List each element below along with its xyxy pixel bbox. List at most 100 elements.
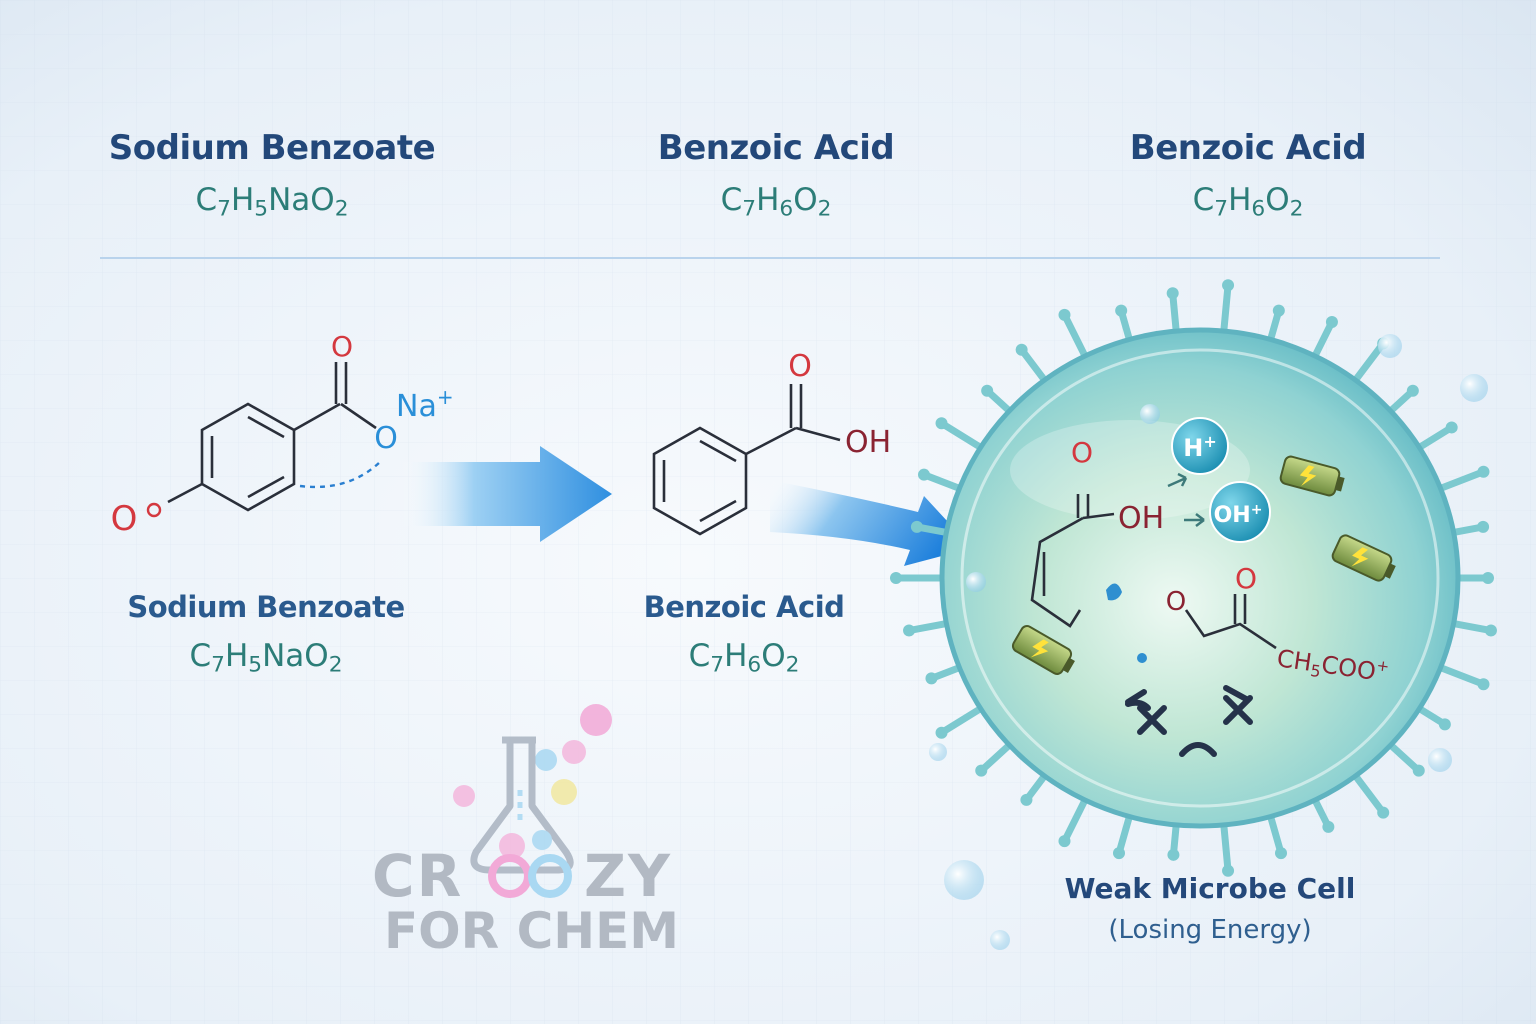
cell-spike (1437, 468, 1487, 492)
cell-spike-tip (1020, 793, 1033, 806)
logo-oo-icon (488, 854, 572, 898)
reaction-arrow-2 (1184, 513, 1205, 527)
cell-spike-tip (1477, 465, 1490, 478)
ba-hydroxyl: OH (845, 425, 891, 460)
cell-spike (1018, 346, 1049, 384)
proton-bubble (1171, 417, 1229, 475)
structure-formula: C7H5NaO2 (189, 638, 343, 678)
cell-spike-tip (981, 384, 994, 397)
acetate-carbonyl-oxygen: O (1235, 562, 1257, 595)
cell-spike-tip (975, 764, 988, 777)
cell-spike-tip (1275, 847, 1288, 860)
header-formula: C7H6O2 (1192, 182, 1304, 222)
sb-ether-oxygen: O (374, 421, 398, 456)
microbe-cell (890, 279, 1497, 877)
cell-spike-tip (910, 520, 923, 533)
header-benzoic-acid-2: Benzoic Acid C7H6O2 (1038, 128, 1458, 221)
cell-spike-tip (1438, 718, 1451, 731)
cell-spike-tip (890, 572, 902, 584)
cell-spike-tip (1322, 820, 1335, 833)
cell-spike-tip (1015, 343, 1028, 356)
cell-spike (905, 620, 950, 635)
cell-carbonyl-oxygen: O (1071, 436, 1093, 469)
cell-spike-tip (1272, 304, 1285, 317)
cell-spike-tip (1222, 279, 1235, 292)
cell-spike (938, 419, 985, 451)
sb-para-oxygen: O (111, 499, 138, 539)
cell-caption-subtitle: (Losing Energy) (1108, 915, 1312, 945)
cell-membrane (939, 327, 1461, 829)
droplet-dot (1137, 653, 1147, 663)
cell-spike (1220, 281, 1232, 335)
sb-carbonyl-oxygen: O (331, 330, 353, 363)
cell-spike-tip (1406, 384, 1419, 397)
conversion-arrow (400, 446, 612, 542)
cell-spike (1387, 741, 1423, 775)
reaction-arrow-1 (1167, 472, 1188, 488)
header-title: Benzoic Acid (1129, 128, 1367, 168)
cell-spike (1220, 821, 1232, 875)
cell-spike (920, 471, 963, 492)
cell-spike-tip (1412, 764, 1425, 777)
cell-spike-tip (1058, 308, 1071, 321)
cell-spike-tip (1484, 624, 1497, 637)
cell-spike (1450, 620, 1495, 635)
logo-text-cr: CR (372, 842, 463, 910)
cell-inner-membrane (960, 348, 1440, 808)
header-formula: C7H6O2 (720, 182, 832, 222)
battery-icon (1011, 625, 1075, 675)
proton-label: H+ (1183, 432, 1217, 462)
cell-spike-tip (1167, 848, 1180, 861)
logo-text-zy: ZY (584, 842, 672, 910)
header-benzoic-acid: Benzoic Acid C7H6O2 (566, 128, 986, 221)
benzoic-acid-structure (652, 384, 841, 536)
cell-spike-tip (1325, 315, 1338, 328)
cell-spike (1267, 813, 1285, 857)
cell-spike (1060, 796, 1089, 845)
cell-spike (1060, 311, 1089, 360)
battery-icon (1279, 455, 1345, 497)
header-title: Benzoic Acid (657, 128, 895, 168)
cell-benzoic-fragment (1030, 494, 1115, 628)
cell-spike-tip (903, 624, 916, 637)
cell-spike-tip (1112, 847, 1125, 860)
cell-spike (1311, 318, 1336, 360)
cell-spike-tip (917, 468, 930, 481)
cell-caption: Weak Microbe Cell (Losing Energy) (990, 872, 1430, 945)
structure-formula: C7H6O2 (688, 638, 800, 678)
benzoic-acid-label: Benzoic Acid C7H6O2 (534, 590, 954, 677)
cell-spike (1169, 289, 1180, 335)
cell-spike-tip (1115, 304, 1128, 317)
cell-spike-tip (1477, 520, 1490, 533)
cell-entry-arrow (770, 480, 972, 566)
acetate-label: CH5COO+ (1275, 642, 1391, 690)
sodium-benzoate-label: Sodium Benzoate C7H5NaO2 (56, 590, 476, 677)
cell-spike (1115, 813, 1133, 857)
ba-carbonyl-oxygen: O (788, 349, 812, 384)
cell-spike-tip (1222, 864, 1235, 877)
sb-radical-dot (146, 502, 162, 518)
cell-hydroxyl: OH (1118, 501, 1164, 536)
cell-spike (1351, 772, 1387, 817)
bubbles (929, 334, 1488, 950)
cell-spike-tip (1477, 678, 1490, 691)
cell-spike-tip (1166, 287, 1179, 300)
cell-caption-title: Weak Microbe Cell (1064, 872, 1356, 905)
hydroxide-label: OH+ (1214, 502, 1263, 528)
cell-spike-tip (1377, 806, 1390, 819)
acetate-oxygen: O (1166, 587, 1186, 617)
cell-acetate-fragment (1184, 594, 1277, 650)
structure-name: Benzoic Acid (643, 590, 845, 624)
cell-spike-tip (935, 417, 948, 430)
cell-spike-tip (1445, 421, 1458, 434)
hydroxide-bubble (1209, 481, 1271, 543)
cell-spike (1437, 664, 1487, 688)
sad-face-icon (1125, 685, 1253, 757)
cell-spike-tip (935, 726, 948, 739)
cell-spike-tip (925, 672, 938, 685)
cell-spike (1415, 423, 1456, 451)
droplet-icon (1106, 583, 1122, 601)
cell-spike (938, 705, 985, 737)
cell-spike-tip (1482, 572, 1494, 584)
